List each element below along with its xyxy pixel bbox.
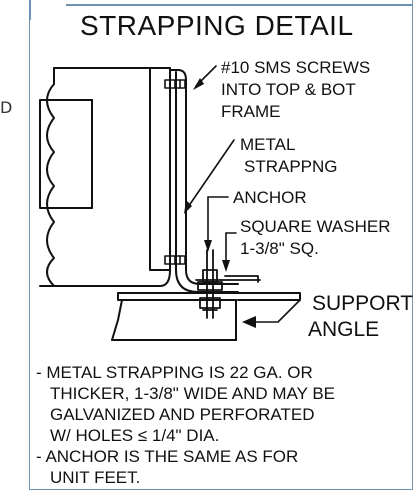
adjacent-panel-text: D [0,98,13,117]
note-2: - ANCHOR IS THE SAME AS FOR UNIT FEET. [36,446,335,488]
detail-frame [29,0,413,490]
anchor-bolt [197,249,223,319]
general-notes: - METAL STRAPPING IS 22 GA. OR THICKER, … [36,362,335,488]
note-2-line2: UNIT FEET. [50,468,141,487]
strap-callout-line1: METAL [240,135,296,154]
screws-callout-line1: #10 SMS SCREWS [221,58,371,77]
washer-callout: SQUARE WASHER 1-3/8" SQ. [240,216,391,260]
support-angle-callout-line2: ANGLE [308,318,380,341]
metal-strap [169,69,239,293]
screws-callout-line3: FRAME [221,102,281,121]
screws-callout: #10 SMS SCREWS INTO TOP & BOT FRAME [221,57,370,123]
note-2-line1: - ANCHOR IS THE SAME AS FOR [36,447,299,466]
note-1-line4: W/ HOLES ≤ 1/4" DIA. [50,426,220,445]
support-angle-callout: SUPPORT ANGLE [308,291,414,343]
washer-callout-line2: 1-3/8" SQ. [240,239,319,258]
detail-frame-top-rule [66,4,413,6]
screws-callout-line2: INTO TOP & BOT [221,80,356,99]
anchor-callout: ANCHOR [233,188,307,207]
note-1-line3: GALVANIZED AND PERFORATED [50,405,315,424]
note-1: - METAL STRAPPING IS 22 GA. OR THICKER, … [36,362,335,446]
note-1-line1: - METAL STRAPPING IS 22 GA. OR [36,363,313,382]
sms-screw-bottom [164,255,186,265]
note-1-line2: THICKER, 1-3/8" WIDE AND MAY BE [50,384,336,403]
support-angle-callout-line1: SUPPORT [312,292,414,315]
detail-title: STRAPPING DETAIL [80,10,354,41]
square-washer [195,275,261,283]
sms-screw-top [164,79,186,89]
support-angle [111,292,301,341]
leader-lines [185,65,301,323]
leader-arrows [184,78,256,328]
strap-callout-line2: STRAPPNG [244,157,338,176]
washer-callout-line1: SQUARE WASHER [240,217,391,236]
strap-callout: METAL STRAPPNG [240,134,338,178]
unit-body [39,67,171,287]
adjacent-panel-edge [0,0,31,20]
